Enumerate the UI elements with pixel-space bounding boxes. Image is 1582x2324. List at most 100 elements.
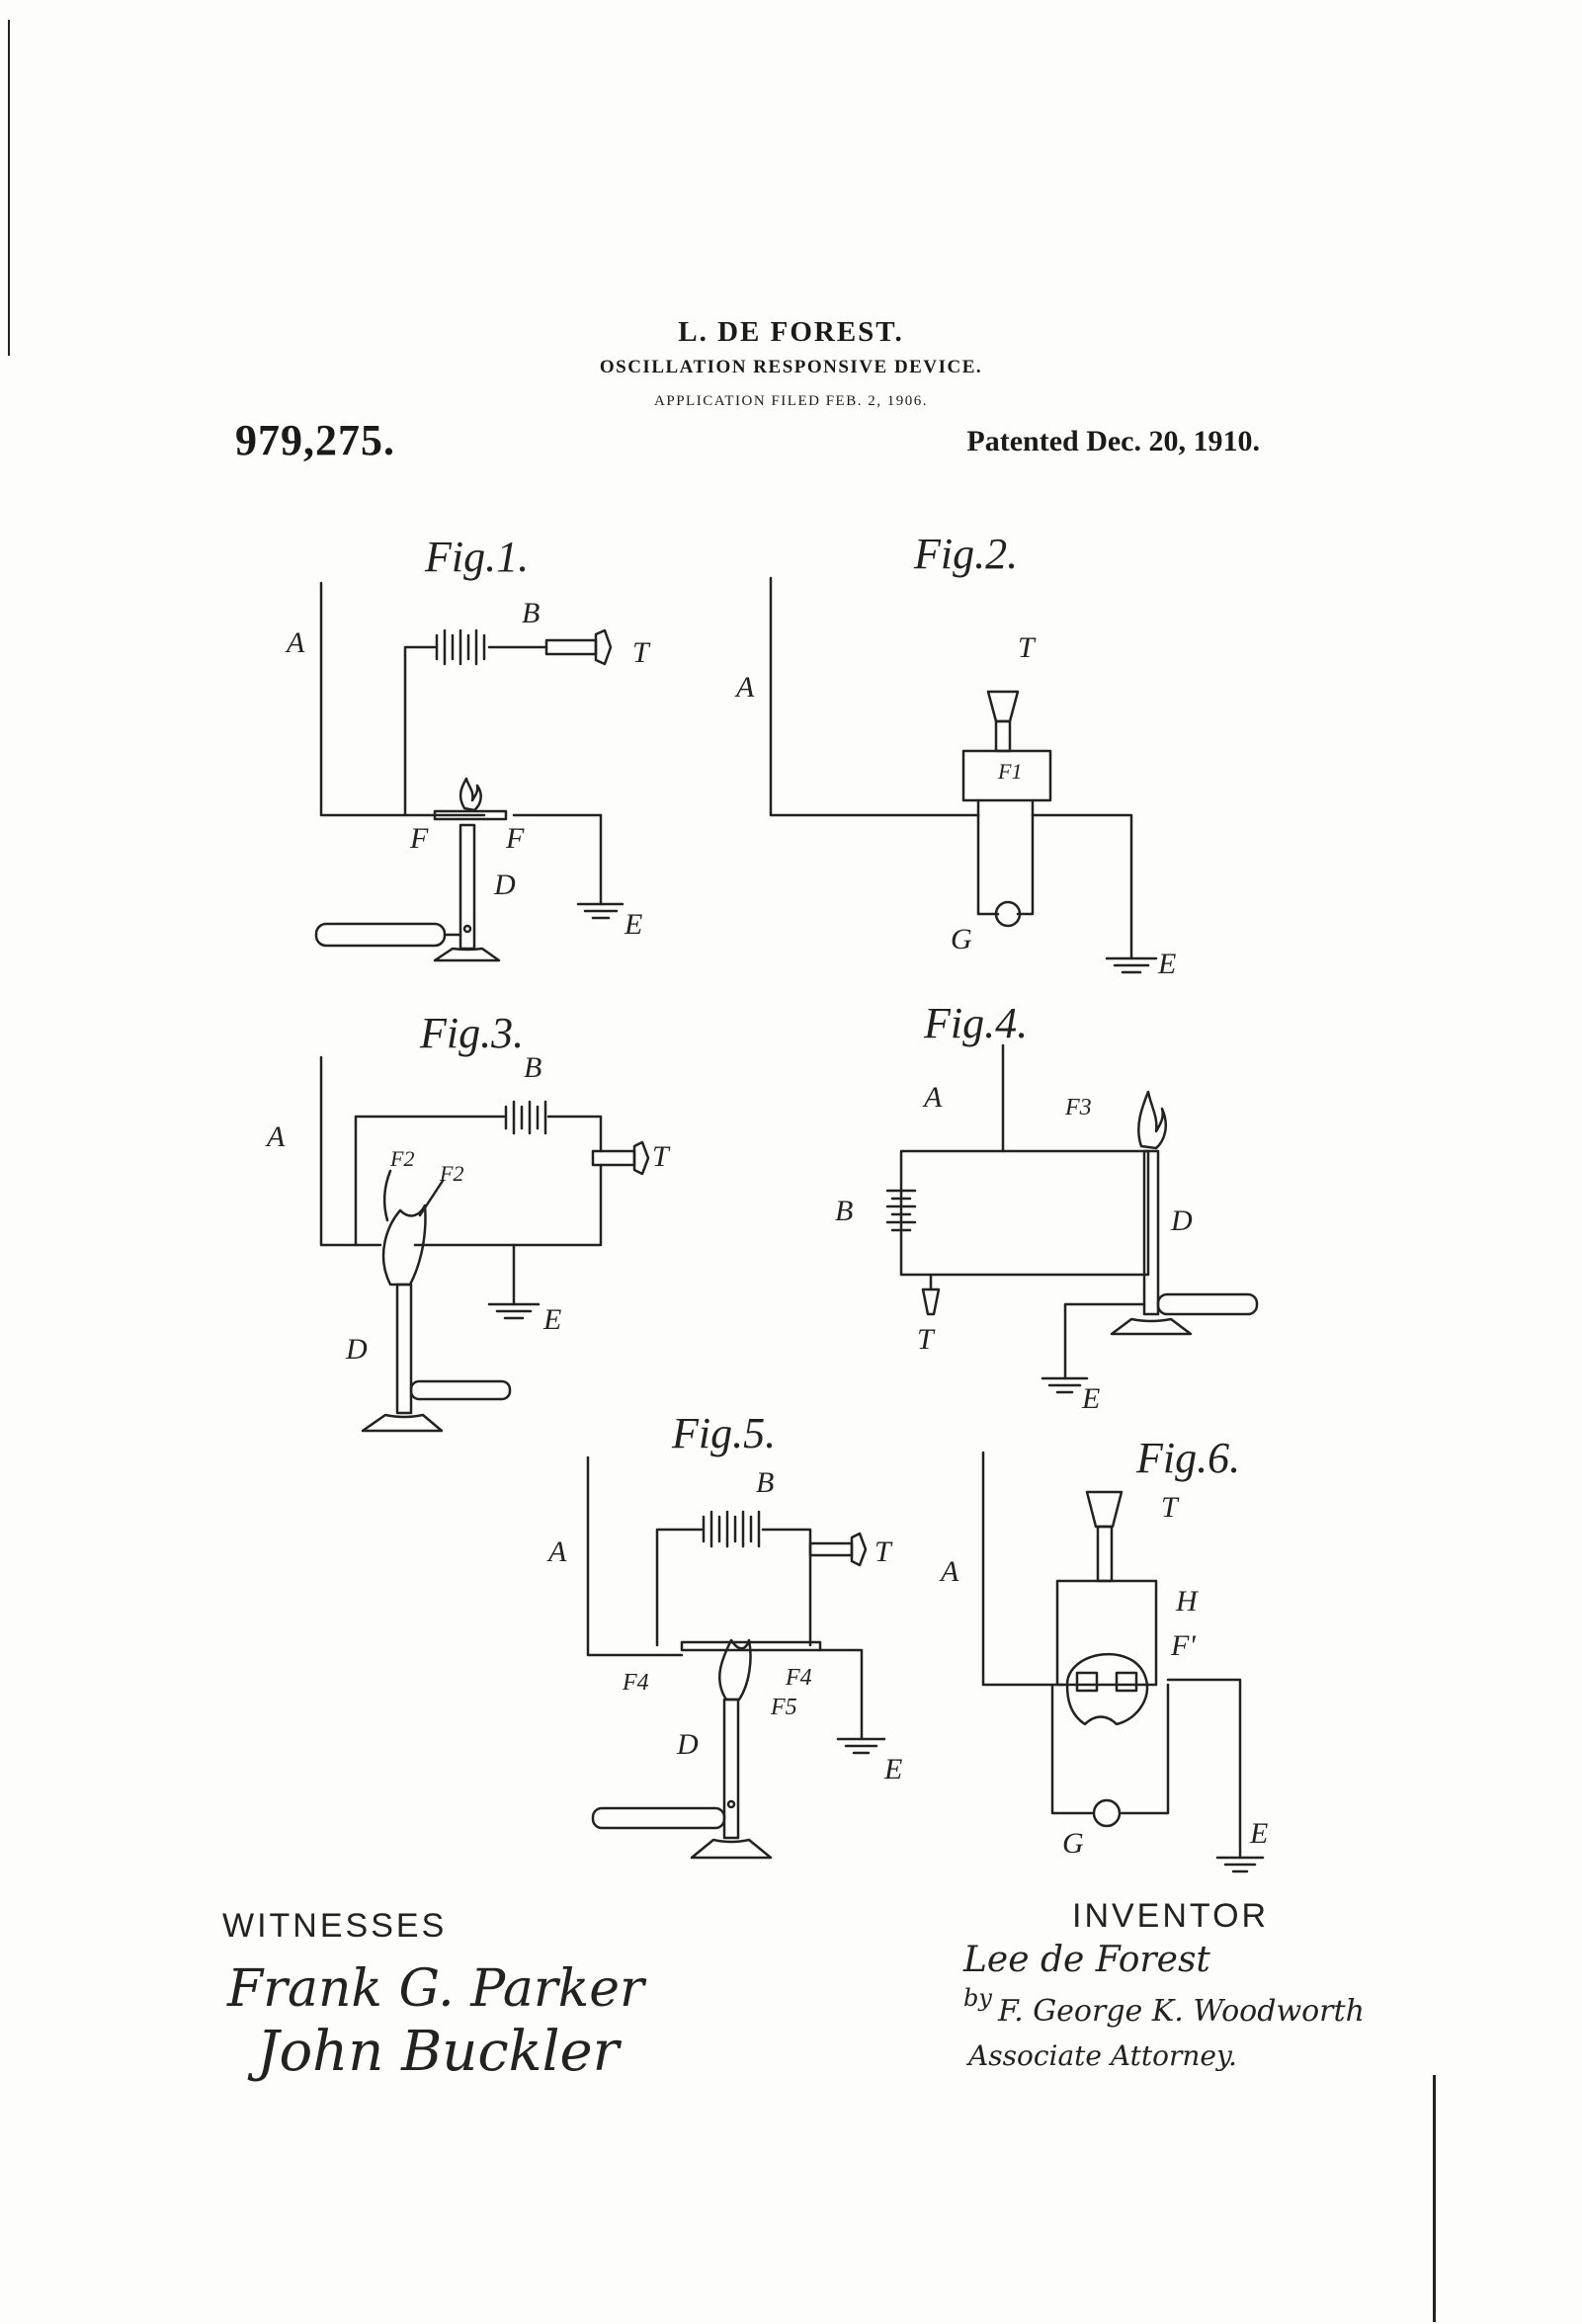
figure-2: Fig.2. A T F1 G E [734, 530, 1176, 980]
fig2-antenna [769, 576, 980, 817]
fig3-label-A: A [265, 1120, 286, 1153]
fig6-bulb [1065, 1652, 1149, 1726]
fig4-burner [1110, 1149, 1259, 1336]
figure-6: Fig.6. A T H F' G E [939, 1434, 1268, 1873]
fig1-wire-left [403, 645, 437, 817]
fig3-wire-right [546, 1115, 603, 1153]
inventor-signature: Lee de Forest [962, 1940, 1210, 1980]
fig3-burner [361, 1283, 512, 1433]
fig6-label-G: G [1062, 1827, 1084, 1860]
fig3-flame-icon [381, 1204, 427, 1286]
fig6-antenna [981, 1451, 1064, 1687]
fig2-label-E: E [1157, 948, 1176, 980]
application-filed: APPLICATION FILED FEB. 2, 1906. [654, 393, 928, 409]
fig4-label-B: B [835, 1195, 853, 1227]
fig3-label-F2-right: F2 [439, 1161, 463, 1186]
fig5-label-F4-right: F4 [785, 1665, 812, 1691]
fig1-label-F-right: F [505, 822, 525, 855]
fig6-label: Fig.6. [1135, 1434, 1240, 1482]
fig1-label-E: E [624, 908, 642, 941]
fig1-antenna [319, 581, 486, 817]
inventor-heading: L. DE FOREST. [678, 316, 904, 348]
fig5-label-T: T [874, 1536, 893, 1568]
witnesses-block: WITNESSES Frank G. Parker John Buckler [222, 1907, 647, 2084]
attorney-role: Associate Attorney. [965, 2039, 1237, 2072]
scan-edge-left [8, 20, 10, 356]
fig5-label-D: D [676, 1728, 699, 1761]
fig1-label-F-left: F [409, 822, 429, 855]
fig4-battery [885, 1189, 917, 1232]
fig6-label-E: E [1249, 1817, 1268, 1850]
fig6-ground [1215, 1856, 1265, 1873]
fig5-label-A: A [546, 1536, 567, 1568]
fig1-electrodes [433, 809, 508, 821]
by-text: by [963, 1984, 992, 2012]
witness-2-signature: John Buckler [247, 2020, 623, 2084]
witness-1-signature: Frank G. Parker [226, 1959, 647, 2019]
fig1-label-D: D [493, 869, 516, 901]
fig6-galvanometer [1092, 1798, 1122, 1828]
fig5-label-F4-left: F4 [622, 1670, 649, 1696]
fig2-label-A: A [734, 671, 755, 704]
fig4-label-D: D [1170, 1204, 1193, 1237]
fig5-ground [836, 1737, 886, 1755]
figure-1: Fig.1. [285, 533, 651, 962]
fig3-wire-bottom [413, 1163, 603, 1247]
fig6-telephone [1085, 1490, 1124, 1583]
fig5-label-B: B [756, 1466, 774, 1499]
fig3-label-B: B [524, 1051, 541, 1084]
fig3-antenna [319, 1055, 382, 1247]
fig6-box [1055, 1579, 1158, 1687]
fig6-label-T: T [1161, 1491, 1180, 1524]
fig2-flame-chamber [961, 749, 1052, 802]
inventor-block: INVENTOR Lee de Forest by F. George K. W… [962, 1897, 1365, 2072]
fig5-burner [591, 1698, 773, 1860]
fig5-label-F5: F5 [770, 1695, 797, 1720]
fig6-label-H: H [1175, 1585, 1200, 1618]
fig4-telephone [921, 1273, 941, 1316]
fig6-loop-right [1120, 1683, 1170, 1815]
fig4-label-E: E [1081, 1382, 1100, 1415]
fig4-label: Fig.4. [923, 999, 1028, 1047]
fig6-loop-left [1050, 1683, 1094, 1815]
fig5-label: Fig.5. [671, 1409, 776, 1457]
fig6-electrode-right [1115, 1671, 1138, 1693]
fig5-telephone [808, 1532, 868, 1567]
fig2-galvanometer [994, 900, 1022, 928]
fig4-label-T: T [917, 1323, 936, 1356]
patent-date: Patented Dec. 20, 1910. [966, 425, 1260, 457]
fig4-circuit-box [899, 1149, 1150, 1277]
fig1-flame-icon [458, 777, 482, 812]
fig1-label: Fig.1. [424, 533, 529, 581]
fig6-electrode-left [1075, 1671, 1099, 1693]
fig4-ground [1041, 1376, 1089, 1394]
fig5-wire-right [761, 1528, 812, 1647]
fig2-loop-right [1016, 813, 1035, 916]
fig6-label-F1prime: F' [1170, 1629, 1196, 1662]
fig2-label-F1: F1 [997, 759, 1022, 784]
fig3-label-D: D [345, 1333, 368, 1366]
witnesses-heading: WITNESSES [222, 1907, 447, 1945]
fig2-label: Fig.2. [913, 530, 1018, 578]
fig2-label-G: G [951, 923, 972, 955]
fig1-battery [435, 628, 486, 666]
figure-5: Fig.5. A B T F4 F4 F5 [546, 1409, 902, 1860]
fig1-telephone [544, 628, 613, 666]
fig5-flame-icon [718, 1638, 752, 1702]
fig6-ground-wire [1166, 1678, 1242, 1860]
fig5-battery [702, 1510, 761, 1548]
fig3-ground [487, 1302, 541, 1320]
patent-number: 979,275. [235, 416, 395, 464]
fig4-label-F3: F3 [1064, 1095, 1092, 1120]
fig3-telephone [591, 1140, 650, 1176]
fig2-ground [1105, 956, 1158, 974]
figure-4: Fig.4. A F3 B D T E [835, 999, 1259, 1415]
fig2-label-T: T [1018, 631, 1037, 664]
fig1-label-A: A [285, 626, 305, 659]
fig5-label-E: E [883, 1753, 902, 1785]
fig1-label-B: B [522, 597, 540, 629]
fig4-label-A: A [922, 1081, 943, 1114]
fig3-label: Fig.3. [419, 1009, 524, 1057]
fig3-battery [504, 1100, 547, 1135]
